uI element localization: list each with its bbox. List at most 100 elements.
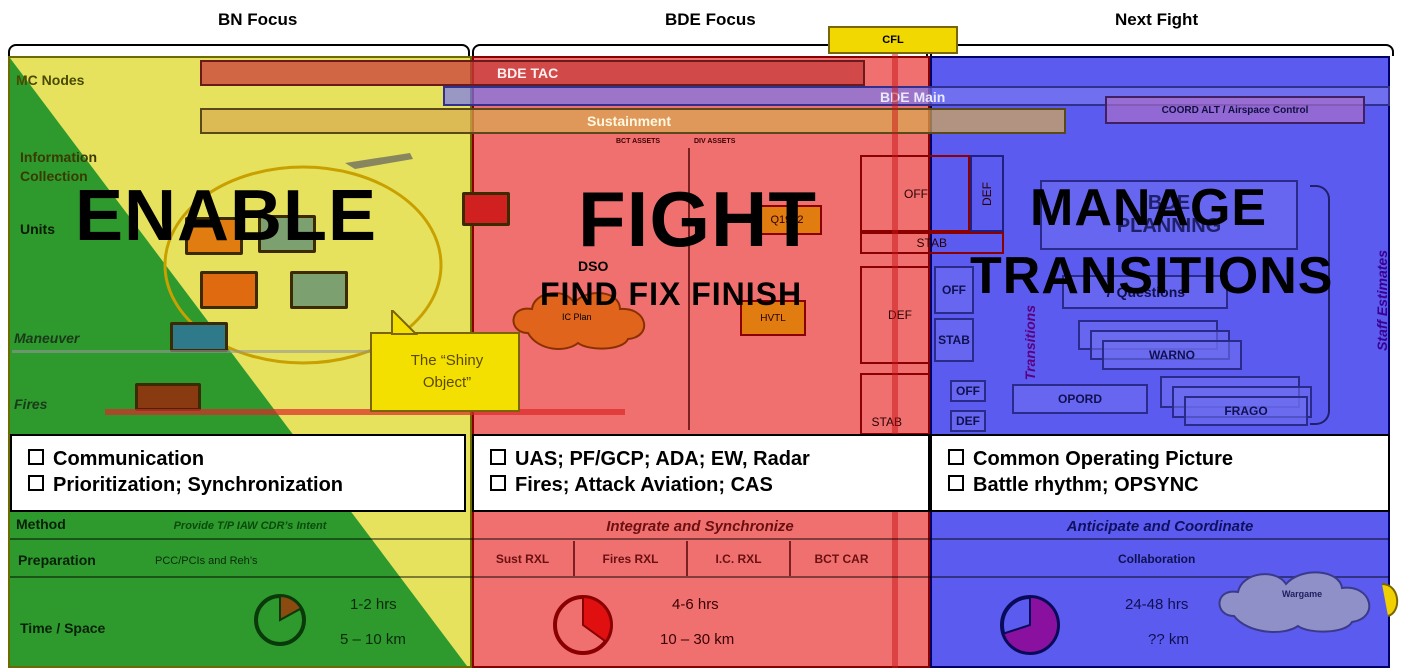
next-off-label: OFF <box>942 283 966 297</box>
bde-planning-label: BDE PLANNING <box>1116 192 1222 237</box>
hvtl-box: HVTL <box>740 300 806 336</box>
next-bullet-1: Common Operating Picture <box>948 446 1388 472</box>
bn-bullet-2-text: Prioritization; Synchronization <box>53 474 344 496</box>
row-label-information-collection: Information Collection <box>20 149 97 184</box>
checkbox-icon <box>490 475 506 491</box>
pie-slice <box>279 594 303 622</box>
next-stab-box: STAB <box>934 318 974 362</box>
header-bn-focus: BN Focus <box>218 10 298 29</box>
bde-prep-row: Sust RXL Fires RXL I.C. RXL BCT CAR <box>472 541 892 576</box>
next-bullet-1-text: Common Operating Picture <box>973 448 1234 470</box>
bar-coord-alt: COORD ALT / Airspace Control <box>1105 96 1365 124</box>
bde-prep-item-4: BCT CAR <box>791 541 892 576</box>
bde-prep-item-2-text: Fires RXL <box>602 551 659 566</box>
bde-enemy-unit <box>462 192 510 226</box>
frago-label: FRAGO <box>1224 404 1268 418</box>
bde-subtitle-find-fix-finish: FIND FIX FINISH <box>540 276 803 312</box>
bde-bullet-2-text: Fires; Attack Aviation; CAS <box>515 474 773 496</box>
phase-stab-label: STAB <box>916 236 947 250</box>
bde-title-fight: FIGHT <box>578 175 817 263</box>
dso-label: DSO <box>578 258 609 274</box>
seven-questions-box: 7 Questions <box>1062 275 1228 309</box>
next-pie-chart <box>1000 595 1060 655</box>
next-bullet-box: Common Operating Picture Battle rhythm; … <box>930 434 1390 512</box>
bde-method: Integrate and Synchronize <box>606 518 794 535</box>
checkbox-icon <box>948 475 964 491</box>
transitions-label: Transitions <box>1022 305 1038 381</box>
callout-pointer <box>391 310 418 335</box>
bde-bullet-2: Fires; Attack Aviation; CAS <box>490 472 928 498</box>
next-pie-slices <box>1000 595 1060 655</box>
bar-bde-tac: BDE TAC <box>200 60 865 86</box>
checkbox-icon <box>490 449 506 465</box>
bde-prep-item-1-text: Sust RXL <box>495 551 550 566</box>
next-title-transitions: TRANSITIONS <box>970 247 1334 305</box>
bar-sustainment-label: Sustainment <box>587 113 672 129</box>
bar-bde-tac-label: BDE TAC <box>497 65 559 81</box>
row-label-units: Units <box>20 221 55 237</box>
next-method: Anticipate and Coordinate <box>1066 518 1254 535</box>
shiny-object-text: The “Shiny Object” <box>410 352 484 391</box>
bde-bullet-box: UAS; PF/GCP; ADA; EW, Radar Fires; Attac… <box>472 434 930 512</box>
bn-time: 1-2 hrs <box>350 596 397 613</box>
bde-planning-box: BDE PLANNING <box>1040 180 1298 250</box>
q1972-label: Q1972 <box>770 214 804 226</box>
frago-box: FRAGO <box>1184 396 1308 426</box>
next-time: 24-48 hrs <box>1125 596 1189 613</box>
next-off2-box: OFF <box>950 380 986 402</box>
bde-prep-item-2: Fires RXL <box>575 541 689 576</box>
checkbox-icon <box>948 449 964 465</box>
asset-divider <box>688 148 690 430</box>
phase-off-label: OFF <box>904 186 928 201</box>
bn-bullet-box: Communication Prioritization; Synchroniz… <box>10 434 466 512</box>
shiny-object-callout: The “Shiny Object” <box>370 332 520 412</box>
div-assets-label: DIV ASSETS <box>694 138 736 145</box>
opord-box: OPORD <box>1012 384 1148 414</box>
bn-green-triangle <box>10 58 467 666</box>
next-bullet-2: Battle rhythm; OPSYNC <box>948 472 1388 498</box>
row-label-preparation: Preparation <box>18 552 96 568</box>
bn-bullet-2: Prioritization; Synchronization <box>28 472 464 498</box>
bn-title-enable: ENABLE <box>75 176 378 256</box>
bn-bullet-1-text: Communication <box>53 448 205 470</box>
row-label-maneuver: Maneuver <box>14 330 80 346</box>
next-off-box: OFF <box>934 266 974 314</box>
phase-off-box: OFF <box>860 155 970 232</box>
bn-unit-4 <box>290 271 348 309</box>
row-label-time-space: Time / Space <box>20 620 106 636</box>
opord-label: OPORD <box>1057 392 1102 406</box>
cfl-box: CFL <box>828 26 958 54</box>
bde-prep-item-3: I.C. RXL <box>688 541 792 576</box>
staff-estimates-bracket <box>1310 185 1330 425</box>
bn-unit-fires <box>135 383 201 411</box>
bn-pie-slices <box>254 594 306 646</box>
bde-pie-chart <box>553 595 613 655</box>
bde-prep-item-1: Sust RXL <box>472 541 575 576</box>
next-def2-box: DEF <box>950 410 986 432</box>
row-label-method: Method <box>16 516 66 532</box>
hvtl-label: HVTL <box>760 312 786 324</box>
cfl-label: CFL <box>882 34 904 46</box>
next-off2-label: OFF <box>956 384 980 398</box>
next-preparation: Collaboration <box>1118 552 1196 566</box>
ic-plan-label: IC Plan <box>562 312 592 322</box>
bde-pie-slices <box>553 595 613 655</box>
phase-stab-box: STAB <box>860 232 1004 254</box>
bn-method: Provide T/P IAW CDR’s Intent <box>173 520 327 532</box>
wargame-cloud <box>1218 571 1398 633</box>
checkbox-icon <box>28 449 44 465</box>
phase-def-rot-label: DEF <box>980 181 994 206</box>
bde-bullet-1-text: UAS; PF/GCP; ADA; EW, Radar <box>515 448 810 470</box>
bn-distance: 5 – 10 km <box>340 631 406 648</box>
bn-unit-3 <box>200 271 258 309</box>
bde-bullet-1: UAS; PF/GCP; ADA; EW, Radar <box>490 446 928 472</box>
bar-bde-main-label: BDE Main <box>880 89 946 105</box>
ic-plan-cloud <box>512 291 646 350</box>
bde-prep-item-3-text: I.C. RXL <box>715 551 762 566</box>
bn-unit-maneuver <box>170 322 228 352</box>
phase-def-rot-box: DEF <box>970 155 1004 232</box>
bar-coord-alt-label: COORD ALT / Airspace Control <box>1161 104 1309 116</box>
next-def2-label: DEF <box>956 414 980 428</box>
staff-estimates-label: Staff Estimates <box>1374 250 1390 351</box>
next-bullet-2-text: Battle rhythm; OPSYNC <box>973 474 1199 496</box>
